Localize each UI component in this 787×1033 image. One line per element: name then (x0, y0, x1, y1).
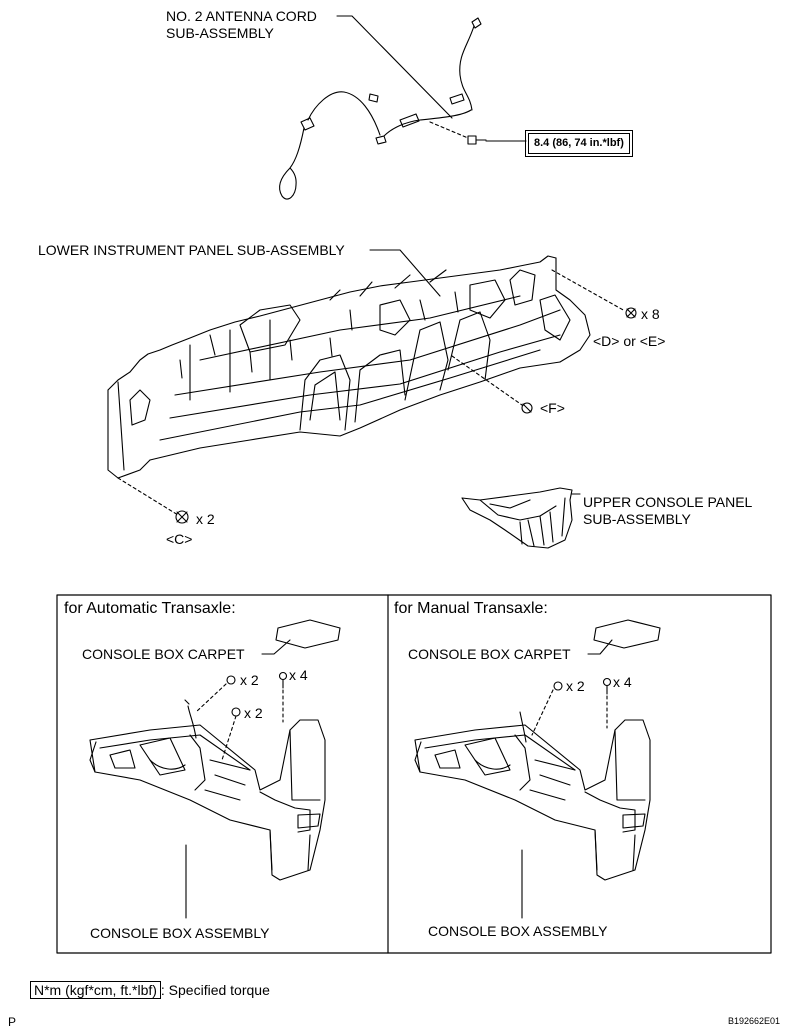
auto-clip-b-qty: x 2 (244, 705, 263, 721)
figure-code: B192662E01 (728, 1016, 781, 1026)
manual-carpet-leader-line (587, 639, 613, 655)
bolt-f-dashed (451, 355, 523, 406)
bolt-f-ref: <F> (540, 400, 565, 416)
bolt-c-qty: x 2 (196, 511, 215, 527)
auto-screw-icon (278, 671, 288, 689)
lower-panel-leader-line (369, 249, 441, 297)
manual-clip-icon (553, 681, 563, 691)
bolt-c-dashed (117, 477, 179, 516)
upper-console-label-line2: SUB-ASSEMBLY (583, 511, 691, 527)
auto-clip-b-icon (231, 707, 241, 717)
auto-screw-qty: x 4 (289, 667, 308, 683)
bolt-d-icon (625, 307, 637, 319)
manual-clip-qty: x 2 (566, 678, 585, 694)
bolt-f-icon (521, 402, 533, 414)
auto-carpet-leader-line (261, 639, 291, 655)
lower-panel-label: LOWER INSTRUMENT PANEL SUB-ASSEMBLY (38, 242, 345, 258)
antenna-cord-drawing (279, 17, 482, 200)
manual-console-carpet-drawing (593, 619, 661, 649)
manual-screw-qty: x 4 (613, 674, 632, 690)
torque-legend-text: : Specified torque (160, 982, 270, 998)
torque-unit-box: N*m (kgf*cm, ft.*lbf) (30, 981, 161, 999)
upper-console-label-line1: UPPER CONSOLE PANEL (583, 494, 753, 510)
antenna-label-line2: SUB-ASSEMBLY (166, 25, 274, 41)
manual-console-box-drawing (414, 711, 651, 881)
auto-clip-a-icon (226, 675, 236, 685)
footer-left-mark: P (8, 1015, 17, 1029)
upper-console-panel-drawing (461, 487, 573, 549)
bolt-c-ref: <C> (166, 531, 193, 547)
lower-instrument-panel-drawing (107, 255, 591, 479)
manual-assembly-label: CONSOLE BOX ASSEMBLY (428, 923, 608, 939)
antenna-bolt-dashed (429, 121, 469, 139)
antenna-leader-line (336, 15, 453, 119)
manual-panel-title: for Manual Transaxle: (394, 600, 548, 617)
antenna-bolt-icon (467, 135, 487, 145)
bolt-d-dashed (551, 269, 626, 312)
auto-panel-title: for Automatic Transaxle: (64, 600, 236, 617)
auto-console-box-drawing (89, 699, 326, 881)
antenna-label-line1: NO. 2 ANTENNA CORD (166, 8, 317, 24)
auto-carpet-label: CONSOLE BOX CARPET (82, 646, 245, 662)
variants-frame (56, 594, 772, 954)
torque-spec-box: 8.4 (86, 74 in.*lbf) (525, 130, 633, 157)
manual-carpet-label: CONSOLE BOX CARPET (408, 646, 571, 662)
bolt-d-qty: x 8 (641, 306, 660, 322)
auto-assembly-label: CONSOLE BOX ASSEMBLY (90, 925, 270, 941)
auto-console-carpet-drawing (275, 619, 341, 649)
torque-legend: N*m (kgf*cm, ft.*lbf): Specified torque (30, 981, 270, 999)
manual-screw-icon (602, 677, 612, 695)
bolt-d-ref: <D> or <E> (593, 333, 666, 349)
bolt-c-icon (175, 510, 189, 524)
auto-clip-a-qty: x 2 (240, 672, 259, 688)
